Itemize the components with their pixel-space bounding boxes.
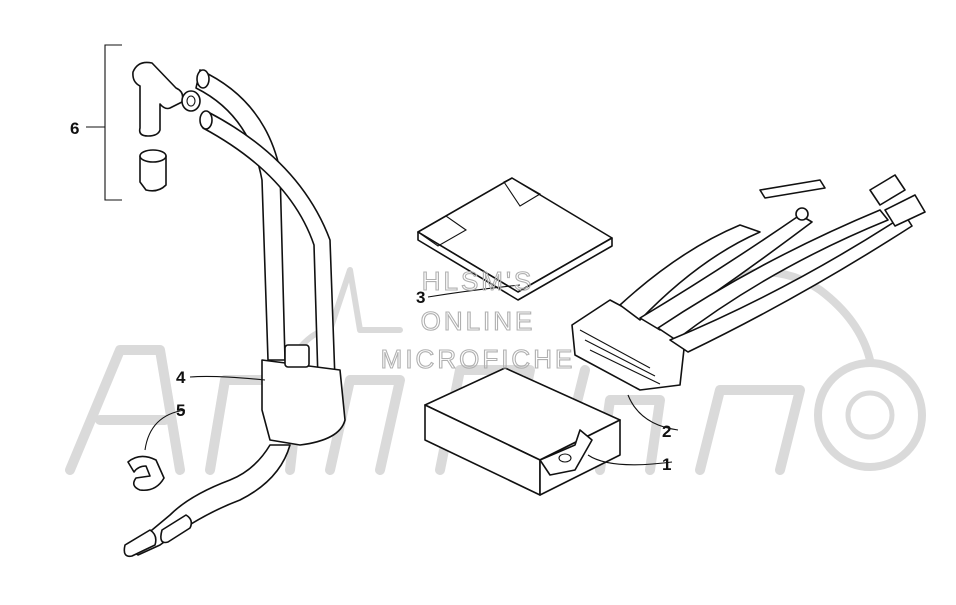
callout-3: 3 <box>416 288 425 307</box>
cable-clip <box>127 409 186 492</box>
leader-lines <box>189 284 679 466</box>
spark-plug-cap-kit <box>132 61 201 192</box>
callout-4: 4 <box>176 368 186 387</box>
watermark-line-1: HLSM'S <box>422 266 535 296</box>
watermark-line-3: MICROFICHE <box>381 344 576 374</box>
ignition-coil <box>123 69 346 558</box>
watermark-line-2: ONLINE <box>421 306 536 336</box>
bracket-part-6 <box>86 44 122 201</box>
callout-2: 2 <box>662 422 671 441</box>
cdi-module <box>424 367 621 496</box>
wiring-harness <box>571 174 926 391</box>
watermark-text: HLSM'S ONLINE MICROFICHE <box>380 265 576 374</box>
callout-5: 5 <box>176 401 185 420</box>
callout-1: 1 <box>662 455 671 474</box>
callout-labels: 1 2 3 4 5 6 <box>70 119 671 474</box>
decal-sheet <box>416 177 613 301</box>
callout-6: 6 <box>70 119 79 138</box>
